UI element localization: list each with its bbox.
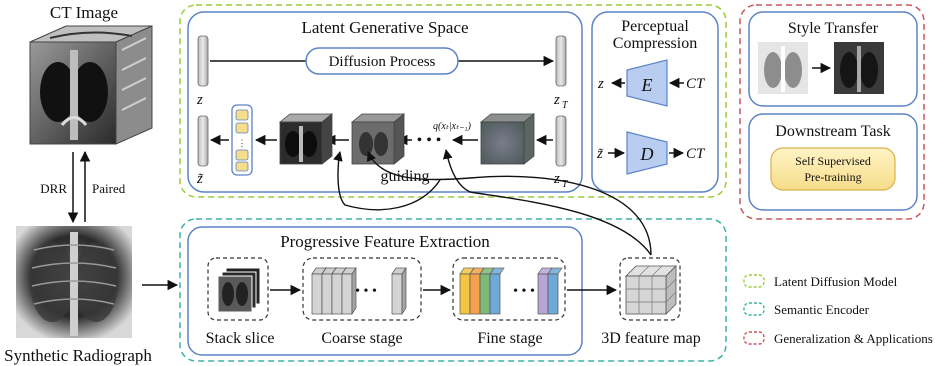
encoder-trapezoid [626,59,668,107]
noise-cube [479,113,536,165]
zT-sub-top: T [562,100,569,111]
feature-map-cube [625,265,677,315]
drr-label: DRR [40,181,67,196]
legend-label: Generalization & Applications [774,331,933,346]
fine-dots: • • • [513,284,535,299]
legend-label: Semantic Encoder [774,302,870,317]
decoder-out-ct: CT [686,146,706,162]
coarse-bar [341,266,357,316]
legend-swatch [743,331,765,345]
fine-bar [547,267,563,315]
style-target-xray [834,42,884,94]
diffusion-process-pill [305,47,459,75]
synthetic-radiograph-title: Synthetic Radiograph [4,346,152,365]
progressive-feature-title: Progressive Feature Extraction [280,232,490,251]
downstream-task-box [748,113,918,211]
svg-text:⋮: ⋮ [238,138,247,148]
z-tilde-latent-bar [197,115,209,167]
z-latent-bar [197,35,209,87]
coarse-bar [391,266,407,316]
latent-generative-space-title: Latent Generative Space [301,18,468,37]
fine-stage-frame [452,257,566,321]
zT-label-top: z [553,92,560,108]
legend-item: Generalization & Applications [743,331,933,346]
latent-diffusion-group [179,4,727,198]
coarse-stage-bars [311,266,407,316]
encoder-label: E [641,75,653,95]
latent-token-column: ⋮ [231,104,253,176]
perceptual-title-line1: Perceptual [621,18,689,35]
downstream-task-title: Downstream Task [775,123,890,140]
latent-generative-space-box [187,11,583,193]
ssp-line1: Self Supervised [795,154,871,168]
decoder-label: D [640,144,654,164]
legend-item: Semantic Encoder [743,302,870,317]
stack-slice-frame [207,257,269,321]
guidance-curve-1 [366,151,652,256]
legend-swatch [743,274,765,288]
style-source-xray [758,42,808,94]
coarse-stage-label: Coarse stage [321,330,402,347]
semantic-encoder-group [179,218,727,362]
guidance-curve-2 [442,149,652,256]
partially-denoised-cube [350,113,406,165]
zT-latent-bar-bottom [555,115,567,167]
encoder-in-ct: CT [686,76,706,92]
self-supervised-pill [770,147,896,191]
q-transition-label: q(xₜ|xₜ₋₁) [433,121,472,132]
stack-slice-images [217,267,261,313]
legend-label: Latent Diffusion Model [774,274,898,289]
perceptual-title-line2: Compression [613,35,697,52]
zT-latent-bar-top [555,35,567,87]
stack-slice-label: Stack slice [206,330,275,347]
ssp-line2: Pre-training [804,170,861,184]
fine-bar [489,267,505,315]
style-transfer-title: Style Transfer [788,20,879,37]
fine-stage-label: Fine stage [477,330,542,347]
guidance-curve-3 [333,151,441,211]
style-transfer-box [748,11,918,107]
fine-stage-bars [459,267,563,315]
encoder-out-z: z [597,76,604,92]
legend-swatch [743,302,765,316]
coarse-dots: • • • [355,284,377,299]
paired-label: Paired [92,181,126,196]
feature-map-label: 3D feature map [601,330,701,347]
z-label: z [196,92,203,108]
z-tilde-label: z̃ [196,171,203,187]
zT-sub-bottom: T [562,179,569,190]
denoised-ct-cube [278,113,334,165]
ct-volume-image [29,25,153,145]
legend-item: Latent Diffusion Model [743,274,898,289]
decoder-trapezoid [626,131,668,175]
applications-group [739,4,925,220]
progressive-feature-box [187,226,583,356]
denoise-dots: • • • [417,132,442,149]
coarse-stage-frame [302,257,422,321]
synthetic-radiograph-image [16,226,132,338]
feature-map-frame [619,257,681,321]
perceptual-compression-box [591,11,719,193]
diffusion-process-label: Diffusion Process [329,54,436,70]
decoder-in-ztilde: z̃ [596,146,603,162]
ct-image-title: CT Image [50,3,118,22]
